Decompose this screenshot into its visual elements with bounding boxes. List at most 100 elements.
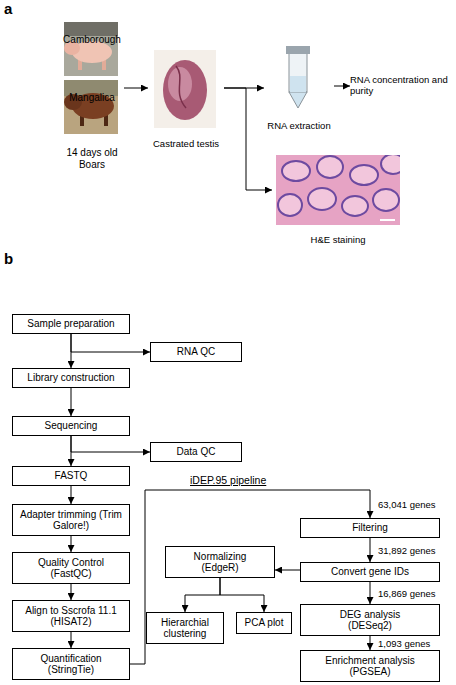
tubule	[373, 189, 399, 211]
process-box: Adapter trimming (Trim Galore!)	[12, 504, 130, 536]
seminiferous-tubules	[278, 155, 400, 216]
gene-count: 1,093 genes	[378, 638, 430, 649]
flow-arrow	[370, 582, 371, 604]
flow-arrow	[71, 486, 72, 504]
tubule	[342, 196, 368, 216]
process-box: Sequencing	[12, 416, 130, 436]
flow-arrow	[124, 88, 148, 89]
node-label: PCA plot	[245, 617, 284, 629]
flow-arrow	[334, 86, 350, 87]
pen-wall	[64, 22, 118, 36]
process-box: Quantification (StringTie)	[12, 648, 130, 680]
flow-arrow	[220, 578, 264, 612]
node-label: FASTQ	[55, 470, 88, 482]
gene-count: 31,892 genes	[378, 545, 436, 556]
node-label: RNA QC	[177, 346, 215, 358]
process-box: DEG analysis (DESeq2)	[300, 604, 440, 636]
node-label: Library construction	[27, 372, 114, 384]
animal-group: 14 days old BoarsCamboroughMangalica	[0, 18, 124, 170]
flow-arrow	[71, 536, 72, 552]
tube-liquid	[290, 76, 306, 92]
node-label: DEG analysis (DESeq2)	[321, 609, 419, 632]
icon-node: RNA extraction	[264, 44, 334, 132]
photo-node: Camborough	[0, 20, 120, 76]
tubule	[350, 165, 378, 185]
qc-box: RNA QC	[150, 342, 242, 362]
photo-background	[64, 22, 118, 76]
node-label: RNA concentration and purity	[350, 75, 454, 97]
node-label: H&E staining	[260, 235, 416, 246]
gene-count: 16,869 genes	[378, 588, 436, 599]
node-label: Camborough	[60, 34, 124, 62]
flow-arrow	[224, 88, 272, 190]
process-box: Library construction	[12, 368, 130, 388]
process-box: Convert gene IDs	[300, 562, 440, 582]
process-box: Enrichment analysis (PGSEA)	[300, 650, 440, 682]
tube-tip	[289, 92, 307, 108]
photo-background	[154, 50, 216, 128]
flow-arrow	[71, 436, 72, 466]
result-text: RNA concentration and purity	[350, 70, 454, 102]
flow-arrow	[71, 632, 72, 648]
scale-bar	[380, 219, 395, 221]
node-label: RNA extraction	[252, 121, 346, 132]
process-box: Quality Control (FastQC)	[12, 552, 130, 584]
pipeline-title: iDEP.95 pipeline	[190, 474, 266, 486]
node-label: Align to Sscrofa 11.1 (HISAT2)	[19, 605, 123, 628]
node-label: Filtering	[352, 522, 388, 534]
node-label: Hierarchial clustering	[151, 617, 219, 640]
flow-arrow	[71, 436, 150, 452]
flow-arrow	[370, 636, 371, 650]
node-label: Sequencing	[45, 420, 98, 432]
flow-arrow	[370, 538, 371, 562]
process-box: PCA plot	[236, 612, 292, 634]
node-label: 14 days old Boars	[60, 147, 124, 170]
qc-box: Data QC	[150, 442, 242, 462]
gene-count: 63,041 genes	[378, 499, 436, 510]
flow-arrow	[275, 570, 300, 571]
photo-node: Mangalica	[0, 78, 120, 134]
tubule	[317, 156, 343, 178]
tube-icon	[286, 46, 310, 108]
tubule	[282, 161, 310, 181]
tubule	[278, 194, 302, 216]
process-box: FASTQ	[12, 466, 130, 486]
node-label: Normalizing (EdgeR)	[174, 551, 266, 574]
flow-arrow	[71, 334, 150, 352]
node-label: Data QC	[177, 446, 216, 458]
process-box: Filtering	[300, 518, 440, 538]
testis-photo	[154, 50, 216, 128]
blood-vessel	[176, 66, 186, 108]
panel-letter: a	[4, 0, 12, 17]
tube-cap	[286, 46, 310, 54]
camborough-photo	[64, 22, 118, 76]
process-box: Align to Sscrofa 11.1 (HISAT2)	[12, 600, 130, 632]
he-stain-photo	[276, 155, 400, 225]
node-label: Enrichment analysis (PGSEA)	[321, 655, 419, 678]
node-label: Mangalica	[60, 92, 124, 120]
panel-letter: b	[4, 250, 13, 267]
node-label: Quality Control (FastQC)	[19, 557, 123, 580]
node-label: Convert gene IDs	[331, 566, 409, 578]
process-box: Sample preparation	[12, 314, 130, 334]
flow-arrow	[71, 388, 72, 416]
testis	[163, 60, 207, 120]
node-label: Adapter trimming (Trim Galore!)	[19, 509, 123, 532]
node-label: Quantification (StringTie)	[19, 653, 123, 676]
tube-body	[289, 52, 307, 92]
flow-arrow	[71, 334, 72, 368]
flow-arrow	[224, 88, 264, 89]
mangalica-photo	[64, 80, 118, 134]
process-box: Normalizing (EdgeR)	[165, 546, 275, 578]
photo-background	[64, 80, 118, 134]
tubule	[381, 155, 400, 174]
photo-node: Castrated testis	[148, 48, 224, 150]
process-box: Hierarchial clustering	[146, 612, 224, 644]
node-label: Castrated testis	[136, 139, 236, 150]
photo-node: H&E staining	[272, 152, 404, 246]
flow-arrow	[185, 578, 220, 612]
node-label: Sample preparation	[27, 318, 114, 330]
tubule	[308, 188, 336, 210]
flow-arrow	[71, 584, 72, 600]
